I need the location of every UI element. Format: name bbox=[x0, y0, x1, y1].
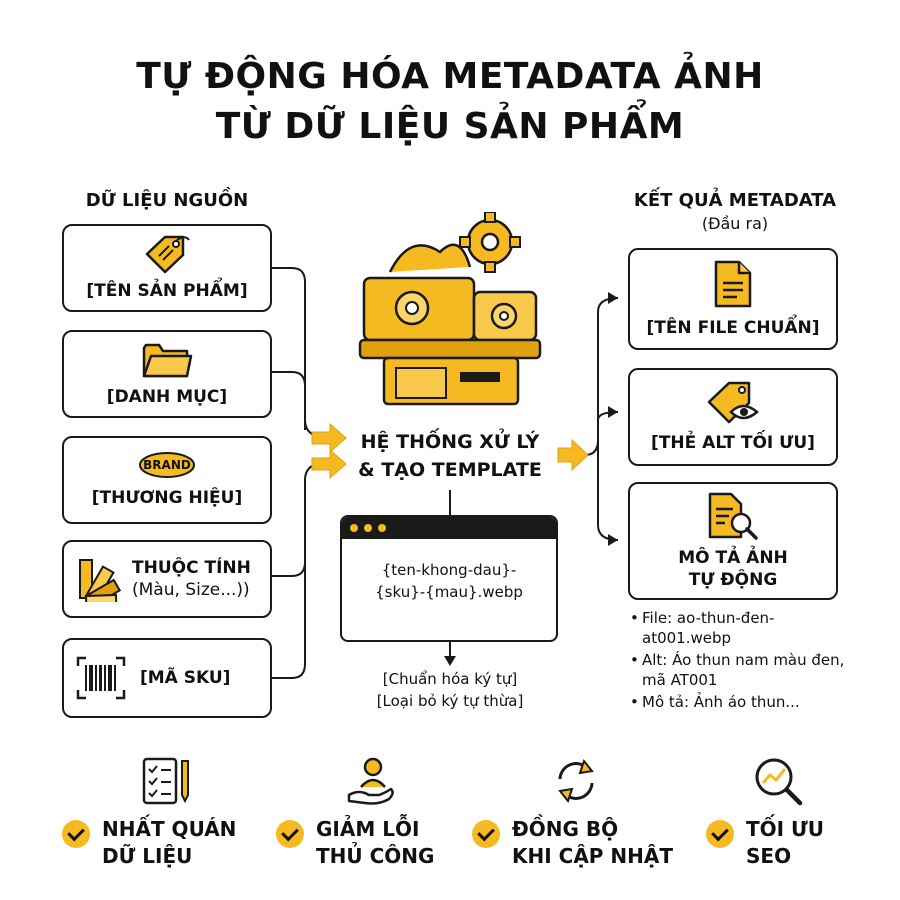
seo-magnifier-icon bbox=[755, 758, 803, 806]
output-description-line-1: MÔ TẢ ẢNH bbox=[678, 548, 788, 568]
document-search-icon bbox=[708, 492, 758, 540]
outputs-heading: KẾT QUẢ METADATA bbox=[633, 190, 837, 211]
example-file: File: ao-thun-đen-at001.webp bbox=[630, 608, 850, 648]
input-attributes-label: THUỘC TÍNH (Màu, Size...)) bbox=[132, 557, 251, 601]
price-tag-icon bbox=[145, 235, 190, 274]
page-title: TỰ ĐỘNG HÓA METADATA ẢNH TỪ DỮ LIỆU SẢN … bbox=[0, 52, 900, 152]
benefit-consistency: NHẤT QUÁN DỮ LIỆU bbox=[62, 816, 236, 870]
benefit-consistency-line-1: NHẤT QUÁN bbox=[102, 817, 237, 841]
check-icon bbox=[472, 820, 500, 848]
benefit-sync-line-2: KHI CẬP NHẬT bbox=[512, 844, 674, 868]
benefit-sync: ĐỒNG BỘ KHI CẬP NHẬT bbox=[472, 816, 673, 870]
normalization-steps: [Chuẩn hóa ký tự] [Loại bỏ ký tự thừa] bbox=[330, 668, 570, 712]
brand-badge-icon: BRAND bbox=[138, 451, 196, 479]
template-line-2: {sku}-{mau}.webp bbox=[375, 583, 523, 601]
connector-attributes bbox=[272, 461, 331, 577]
outputs-subheading: (Đầu ra) bbox=[701, 214, 769, 233]
input-brand-label: [THƯƠNG HIỆU] bbox=[91, 488, 243, 508]
processor-title-line-2: & TẠO TEMPLATE bbox=[358, 459, 542, 481]
template-pattern: {ten-khong-dau}- {sku}-{mau}.webp bbox=[342, 559, 556, 603]
left-gear-icon bbox=[394, 290, 430, 326]
inputs-heading: DỮ LIỆU NGUỒN bbox=[85, 190, 249, 211]
processor-title-line-1: HỆ THỐNG XỬ LÝ bbox=[360, 431, 540, 453]
output-description: MÔ TẢ ẢNH TỰ ĐỘNG bbox=[628, 482, 838, 600]
remove-extra-chars: [Loại bỏ ký tự thừa] bbox=[376, 692, 524, 710]
benefit-seo: TỐI ƯU SEO bbox=[706, 816, 824, 870]
input-product-name-label: [TÊN SẢN PHẨM] bbox=[86, 281, 248, 301]
connector-out-file bbox=[584, 297, 619, 456]
person-hand-icon bbox=[347, 757, 394, 805]
right-gear-icon bbox=[490, 302, 518, 330]
output-examples: File: ao-thun-đen-at001.webp Alt: Áo thu… bbox=[630, 608, 850, 714]
color-swatch-icon bbox=[79, 559, 122, 602]
input-category-label: [DANH MỤC] bbox=[106, 387, 228, 407]
input-product-name: [TÊN SẢN PHẨM] bbox=[62, 224, 272, 312]
window-dot bbox=[350, 524, 358, 532]
window-titlebar bbox=[342, 517, 556, 539]
title-line-2: TỪ DỮ LIỆU SẢN PHẨM bbox=[215, 106, 685, 147]
check-icon bbox=[276, 820, 304, 848]
benefit-fewer-errors-line-1: GIẢM LỖI bbox=[316, 817, 420, 841]
benefit-fewer-errors: GIẢM LỖI THỦ CÔNG bbox=[276, 816, 434, 870]
processing-machine-icon bbox=[358, 212, 542, 406]
example-description: Mô tả: Ảnh áo thun... bbox=[630, 692, 850, 712]
input-attributes: THUỘC TÍNH (Màu, Size...)) bbox=[62, 540, 272, 618]
input-sku: [MÃ SKU] bbox=[62, 638, 272, 718]
barcode-icon bbox=[76, 656, 126, 700]
title-line-1: TỰ ĐỘNG HÓA METADATA ẢNH bbox=[136, 56, 764, 97]
output-file-name: [TÊN FILE CHUẨN] bbox=[628, 248, 838, 350]
top-gear-icon bbox=[459, 212, 521, 273]
benefit-seo-line-2: SEO bbox=[746, 844, 792, 868]
sync-arrows-icon bbox=[558, 758, 594, 804]
input-attributes-title: THUỘC TÍNH bbox=[132, 558, 251, 578]
output-alt-tag: [THẺ ALT TỐI ƯU] bbox=[628, 368, 838, 466]
connector-product-name bbox=[272, 267, 331, 439]
input-brand: BRAND [THƯƠNG HIỆU] bbox=[62, 436, 272, 524]
brand-badge-text: BRAND bbox=[143, 458, 191, 472]
checklist-pencil-icon bbox=[142, 757, 189, 805]
check-icon bbox=[62, 820, 90, 848]
check-icon bbox=[706, 820, 734, 848]
input-attributes-detail: (Màu, Size...)) bbox=[132, 580, 250, 600]
connector-sku bbox=[272, 480, 306, 679]
processor-title: HỆ THỐNG XỬ LÝ & TẠO TEMPLATE bbox=[340, 428, 560, 484]
document-icon bbox=[714, 260, 752, 308]
benefit-sync-line-1: ĐỒNG BỘ bbox=[512, 817, 619, 841]
input-category: [DANH MỤC] bbox=[62, 330, 272, 418]
window-dot bbox=[364, 524, 372, 532]
output-file-name-label: [TÊN FILE CHUẨN] bbox=[646, 318, 820, 338]
template-line-1: {ten-khong-dau}- bbox=[381, 561, 517, 579]
connector-category bbox=[272, 371, 306, 430]
input-sku-label: [MÃ SKU] bbox=[140, 668, 231, 688]
window-dot bbox=[378, 524, 386, 532]
connector-out-alt bbox=[597, 411, 619, 455]
benefit-seo-line-1: TỐI ƯU bbox=[746, 817, 824, 841]
folder-icon bbox=[142, 343, 193, 378]
template-window: {ten-khong-dau}- {sku}-{mau}.webp bbox=[340, 515, 558, 642]
example-alt: Alt: Áo thun nam màu đen, mã AT001 bbox=[630, 650, 850, 690]
benefit-consistency-line-2: DỮ LIỆU bbox=[102, 844, 193, 868]
output-alt-tag-label: [THẺ ALT TỐI ƯU] bbox=[651, 433, 815, 453]
connector-out-desc bbox=[597, 455, 619, 541]
tag-eye-icon bbox=[707, 381, 759, 424]
output-description-line-2: TỰ ĐỘNG bbox=[688, 570, 778, 590]
benefit-fewer-errors-line-2: THỦ CÔNG bbox=[316, 844, 435, 868]
output-description-label: MÔ TẢ ẢNH TỰ ĐỘNG bbox=[678, 547, 788, 591]
normalize-chars: [Chuẩn hóa ký tự] bbox=[382, 670, 518, 688]
